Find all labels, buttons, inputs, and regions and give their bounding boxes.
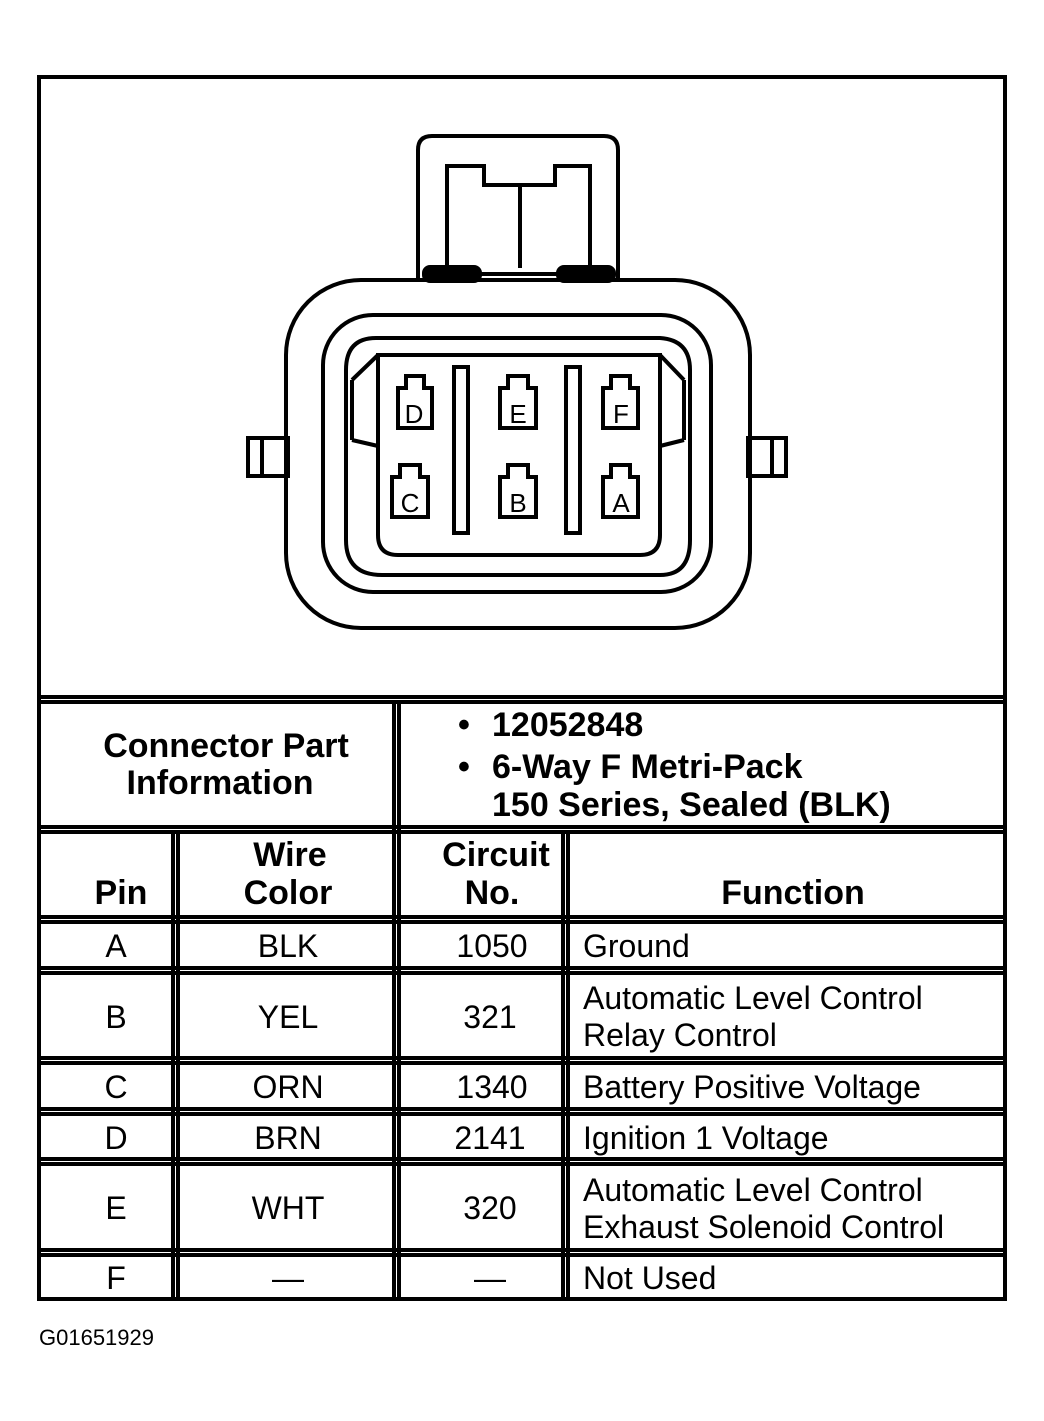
cell-wire-color: BRN <box>254 1120 322 1156</box>
part-info-label-line2: Information <box>127 764 314 802</box>
latch-outer <box>416 134 620 280</box>
cell-wire-color: ORN <box>252 1069 323 1105</box>
part-info-label-line1: Connector Part <box>103 727 349 765</box>
connector-body-outer <box>284 278 752 630</box>
connector-illustration <box>246 134 788 630</box>
cell-wire-color: BLK <box>258 928 318 964</box>
diagram-frame <box>37 75 1007 1301</box>
pinout-table-grid <box>39 695 1005 1299</box>
cavity-a <box>601 463 640 519</box>
cell-pin: B <box>105 999 126 1035</box>
cell-wire-color: WHT <box>252 1190 325 1226</box>
part-number: 12052848 <box>492 706 643 744</box>
table-row: B YEL 321 Automatic Level Control Relay … <box>105 980 922 1053</box>
figure-id: G01651929 <box>39 1325 154 1350</box>
part-info-bullet-1: • <box>458 706 470 744</box>
cell-function-line2: Relay Control <box>583 1017 777 1053</box>
header-pin: Pin <box>95 874 148 912</box>
table-row: E WHT 320 Automatic Level Control Exhaus… <box>105 1172 944 1245</box>
table-row: F — — Not Used <box>106 1260 716 1296</box>
connector-body-inner <box>344 336 692 577</box>
cell-wire-color: — <box>272 1260 304 1296</box>
part-description: 6-Way F Metri-Pack <box>492 748 803 786</box>
connector-body-middle <box>321 313 713 594</box>
cell-circuit: 1050 <box>456 928 527 964</box>
header-wire-color-2: Color <box>244 874 333 912</box>
divider-rib-left <box>452 365 470 535</box>
pin-label-c: C <box>401 488 420 518</box>
right-ear <box>746 436 788 478</box>
cell-pin: F <box>106 1260 126 1296</box>
latch-left-inner <box>445 164 522 268</box>
header-function: Function <box>721 874 865 912</box>
cavity-c <box>390 463 430 519</box>
cavity-f <box>601 374 640 430</box>
cell-function: Not Used <box>583 1260 716 1296</box>
part-series: 150 Series, Sealed (BLK) <box>492 786 891 824</box>
cell-circuit: 2141 <box>454 1120 525 1156</box>
pin-label-e: E <box>509 399 526 429</box>
cavity-b <box>498 463 538 519</box>
table-header: Pin Wire Color Circuit No. Function <box>95 836 865 912</box>
cell-circuit: — <box>474 1260 506 1296</box>
cell-pin: E <box>105 1190 126 1226</box>
connector-face <box>376 353 662 557</box>
cell-function-line2: Exhaust Solenoid Control <box>583 1209 944 1245</box>
cell-function-line1: Automatic Level Control <box>583 980 923 1016</box>
left-ear <box>246 436 290 478</box>
pin-label-b: B <box>509 488 526 518</box>
cell-pin: D <box>104 1120 127 1156</box>
cavity-d <box>396 374 434 430</box>
pin-label-d: D <box>405 399 424 429</box>
face-left-bevel <box>350 353 380 382</box>
cell-wire-color: YEL <box>258 999 318 1035</box>
face-left-step <box>351 438 379 448</box>
header-circuit-2: No. <box>465 874 520 912</box>
pin-label-a: A <box>612 488 630 518</box>
table-row: D BRN 2141 Ignition 1 Voltage <box>104 1120 828 1156</box>
cell-circuit: 320 <box>463 1190 516 1226</box>
cell-function: Battery Positive Voltage <box>583 1069 921 1105</box>
part-info-section: Connector Part Information • 12052848 • … <box>103 706 891 824</box>
cell-pin: A <box>105 928 127 964</box>
header-wire-color-1: Wire <box>253 836 326 874</box>
cavity-e <box>498 374 538 430</box>
table-row: A BLK 1050 Ground <box>105 928 689 964</box>
latch-right-inner <box>518 164 592 268</box>
table-row: C ORN 1340 Battery Positive Voltage <box>104 1069 921 1105</box>
part-info-bullet-2: • <box>458 748 470 786</box>
cell-function: Ignition 1 Voltage <box>583 1120 829 1156</box>
divider-rib-right <box>564 365 582 535</box>
pin-label-f: F <box>613 399 629 429</box>
cell-function: Ground <box>583 928 690 964</box>
face-right-bevel <box>658 353 686 382</box>
cell-circuit: 321 <box>463 999 516 1035</box>
face-right-step <box>659 438 685 448</box>
cell-function-line1: Automatic Level Control <box>583 1172 923 1208</box>
header-circuit-1: Circuit <box>442 836 550 874</box>
cell-circuit: 1340 <box>456 1069 527 1105</box>
cell-pin: C <box>104 1069 127 1105</box>
